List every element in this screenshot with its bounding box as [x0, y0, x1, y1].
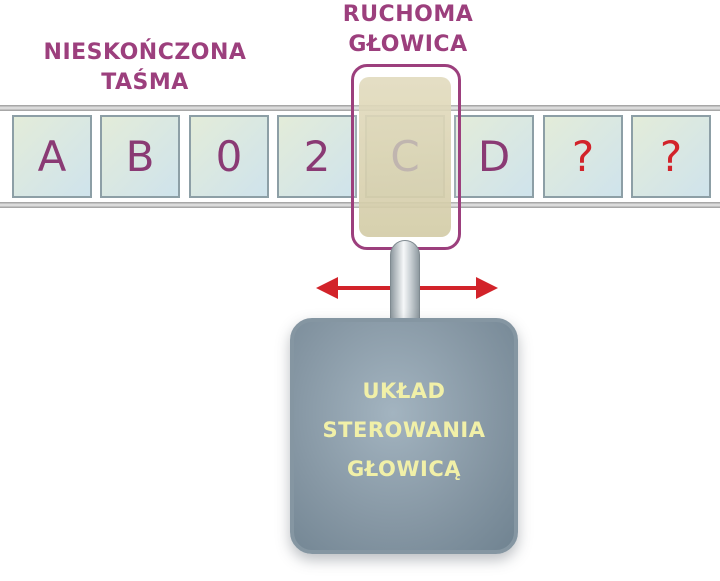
moving-head: [351, 64, 461, 250]
tape-cell: B: [100, 115, 180, 198]
tape-cell: A: [12, 115, 92, 198]
head-window: [359, 77, 451, 237]
head-current-symbol: C: [390, 132, 420, 181]
tape-cell: ?: [543, 115, 623, 198]
tape-label: NIESKOŃCZONA TAŚMA: [10, 38, 280, 98]
tape-cell: 0: [189, 115, 269, 198]
head-label-line-2: GŁOWICA: [348, 32, 468, 57]
control-unit-line-3: GŁOWICĄ: [347, 457, 461, 481]
control-unit-label: UKŁAD STEROWANIA GŁOWICĄ: [290, 372, 518, 489]
control-unit-line-1: UKŁAD: [362, 379, 446, 403]
tape-label-line-2: TAŚMA: [101, 70, 189, 95]
tape-cell: ?: [631, 115, 711, 198]
tape-label-line-1: NIESKOŃCZONA: [43, 40, 247, 65]
tape-cell: 2: [277, 115, 357, 198]
control-unit-line-2: STEROWANIA: [322, 418, 486, 442]
head-label: RUCHOMA GŁOWICA: [318, 0, 498, 60]
control-unit: [290, 318, 518, 554]
tape-cell: D: [454, 115, 534, 198]
head-label-line-1: RUCHOMA: [342, 2, 474, 27]
